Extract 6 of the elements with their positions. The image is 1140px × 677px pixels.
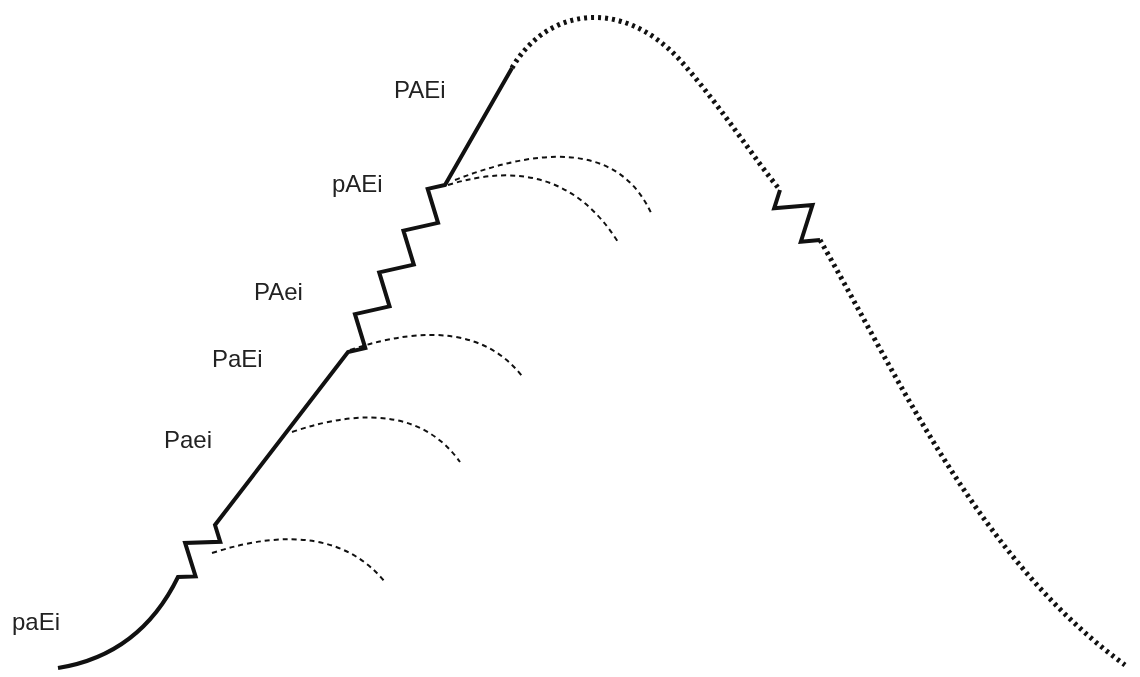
stage-label: PAei xyxy=(254,280,303,304)
stage-label: pAEi xyxy=(332,172,383,196)
stage-label: PAEi xyxy=(394,78,446,102)
stage-label: Paei xyxy=(164,428,213,452)
stage-label: paEi xyxy=(12,610,61,634)
stage-label: PaEi xyxy=(212,347,263,371)
